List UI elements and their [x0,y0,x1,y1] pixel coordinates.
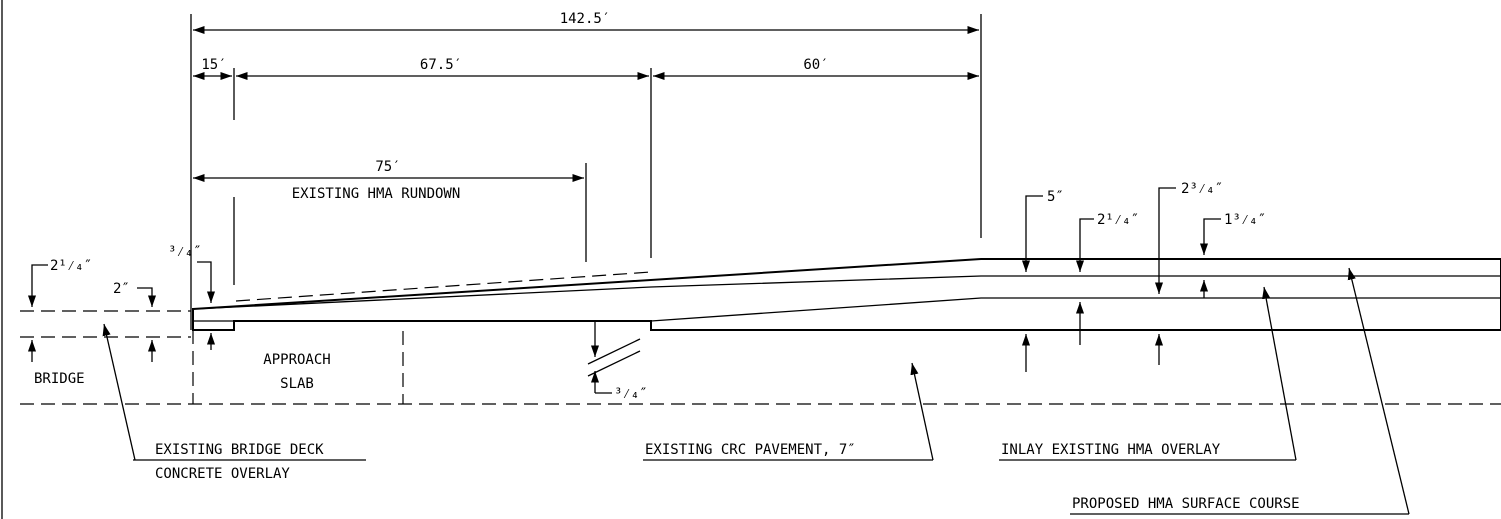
crc-thickness-marks [587,322,641,394]
inlay-right-thickness: 2³⁄₄″ [1181,181,1223,197]
inlay-left-thickness: 2¹⁄₄″ [1097,212,1139,228]
right-thickness-marks [1021,187,1221,372]
bridge-label: BRIDGE [34,371,85,387]
bridge-overlay-thickness: 2″ [113,281,130,297]
rundown-label: EXISTING HMA RUNDOWN [292,186,461,202]
inlay-callout: INLAY EXISTING HMA OVERLAY [1001,442,1221,458]
callout-leaders [102,267,1410,515]
dimension-lines [190,14,982,330]
bridge-deck-callout-2: CONCRETE OVERLAY [155,466,290,482]
approach-slab-label-1: APPROACH [263,352,330,368]
hma-overlay-hatch [192,258,1501,331]
dim-rundown-text: 75′ [375,159,400,175]
pavement-section [20,258,1501,405]
dim-deck-text: 15′ [201,57,226,73]
bridge-top-thickness: 2¹⁄₄″ [50,258,92,274]
surface-course-callout: PROPOSED HMA SURFACE COURSE [1072,496,1300,512]
total-thickness: 5″ [1047,189,1064,205]
dim-taper-text: 60′ [803,57,828,73]
bridge-deck-callout-1: EXISTING BRIDGE DECK [155,442,324,458]
bridge-thickness-marks [27,261,216,362]
dim-overall-text: 142.5′ [560,11,611,27]
surface-thickness: 1³⁄₄″ [1224,212,1266,228]
crc-min-thickness: ³⁄₄″ [614,386,648,402]
approach-slab-label-2: SLAB [280,376,314,392]
dim-transition-text: 67.5′ [420,57,462,73]
crc-pavement-callout: EXISTING CRC PAVEMENT, 7″ [645,442,856,458]
bridge-edge-thickness: ³⁄₄″ [168,244,202,260]
